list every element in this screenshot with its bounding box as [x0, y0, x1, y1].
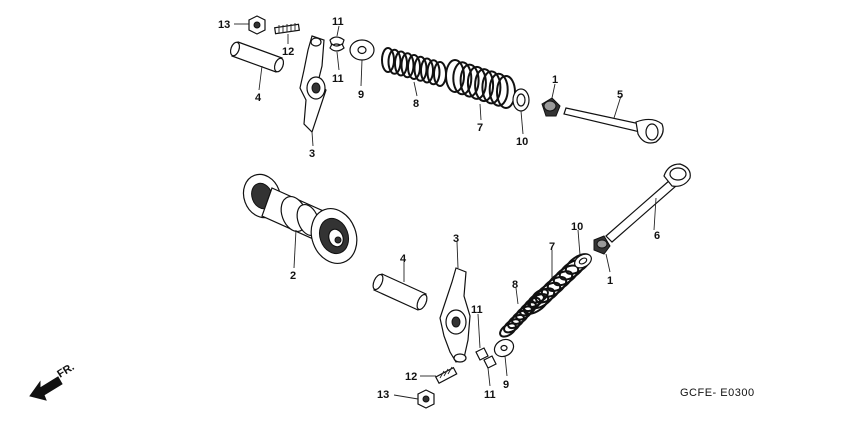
spring-coil — [488, 72, 509, 107]
callout-1: 1 — [552, 74, 558, 86]
callout-1: 1 — [607, 275, 613, 287]
callout-8: 8 — [413, 98, 419, 110]
spring-coil — [407, 54, 421, 80]
spring-coil — [531, 288, 549, 304]
callout-5: 5 — [617, 89, 623, 101]
callout-10: 10 — [571, 221, 583, 233]
part-1-stem-seal-lower — [593, 235, 611, 255]
spring-coil — [394, 50, 408, 77]
spring-coil — [459, 63, 480, 98]
callout-9: 9 — [358, 89, 364, 101]
part-4-rocker-shaft-lower — [372, 273, 428, 311]
callout-11: 11 — [332, 73, 344, 85]
callout-13: 13 — [218, 19, 230, 31]
part-3-rocker-arm-upper — [299, 35, 327, 134]
spring-coil — [420, 57, 434, 84]
part-9-retainer-lower — [493, 338, 515, 358]
part-6-valve-lower — [605, 163, 691, 243]
callout-6: 6 — [654, 230, 660, 242]
callout-10: 10 — [516, 136, 528, 148]
callout-3: 3 — [453, 233, 459, 245]
front-direction-arrow-icon — [29, 376, 63, 401]
part-13-nut-lower — [417, 389, 435, 409]
spring-coil — [400, 52, 415, 79]
part-9-retainer-upper — [349, 39, 375, 61]
callout-2: 2 — [290, 270, 296, 282]
callout-3: 3 — [309, 148, 315, 160]
spring-coil — [452, 61, 473, 96]
callout-4: 4 — [400, 253, 407, 265]
part-8-spring-inner-upper — [381, 47, 447, 87]
spring-coil — [481, 70, 502, 105]
part-12-screw-upper — [274, 23, 300, 35]
callout-8: 8 — [512, 279, 518, 291]
spring-coil — [413, 55, 428, 82]
part-7-spring-outer-lower — [522, 253, 592, 315]
part-1-stem-seal-upper — [541, 97, 561, 117]
callout-4: 4 — [255, 92, 262, 104]
part-3-rocker-arm-lower — [439, 267, 471, 363]
spring-coil — [466, 65, 487, 100]
callout-11: 11 — [332, 16, 344, 28]
part-10-spring-seat-lower — [574, 253, 592, 269]
part-11-cotters-upper — [329, 36, 345, 52]
part-10-spring-seat-upper — [512, 88, 530, 112]
spring-coil — [426, 59, 441, 86]
leader-lines — [234, 23, 657, 400]
callout-11: 11 — [484, 389, 496, 401]
spring-coil — [387, 48, 402, 75]
callout-12: 12 — [405, 371, 417, 383]
part-12-screw-lower — [434, 366, 458, 385]
callout-9: 9 — [503, 379, 509, 391]
callout-13: 13 — [377, 389, 389, 401]
spring-coil — [445, 59, 465, 93]
spring-coil — [474, 68, 495, 103]
callout-7: 7 — [549, 241, 555, 253]
spring-coil — [381, 47, 395, 73]
part-11-cotters-lower — [475, 347, 497, 369]
part-5-valve-upper — [563, 107, 664, 144]
callout-11: 11 — [471, 304, 483, 316]
part-4-rocker-shaft-upper — [229, 41, 285, 73]
callout-7: 7 — [477, 122, 483, 134]
callout-12: 12 — [282, 46, 294, 58]
part-13-nut-upper — [248, 15, 266, 35]
diagram-code: GCFE- E0300 — [680, 387, 755, 399]
part-2-camshaft — [242, 173, 358, 264]
part-7-spring-outer-upper — [445, 59, 516, 109]
